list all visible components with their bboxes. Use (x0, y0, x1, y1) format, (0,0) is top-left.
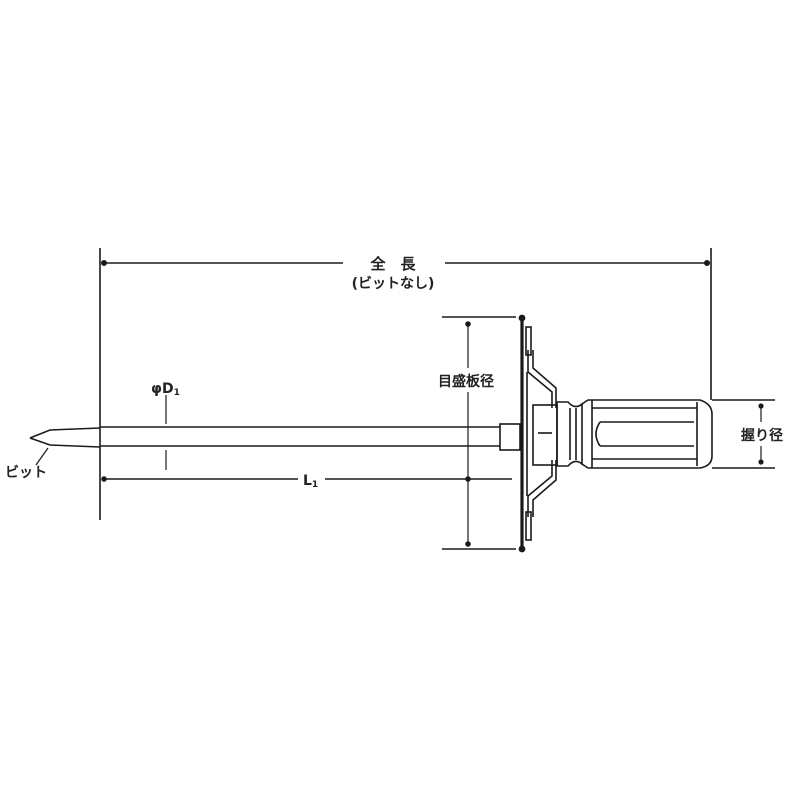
dim-dot (101, 259, 108, 266)
bit-leader-line (35, 447, 49, 466)
grip-diameter-label: 握り径 (741, 427, 783, 444)
bit-tip (29, 427, 101, 448)
overall-length-note: (ビットなし) (352, 276, 435, 292)
shaft-length-label: L1 (303, 473, 318, 490)
dim-dot (703, 259, 710, 266)
scale-plate-diameter-label: 目盛板径 (438, 373, 494, 390)
plate-dot (518, 314, 526, 322)
bracket-top (527, 350, 557, 408)
plate-dot (518, 545, 526, 553)
overall-length-label: 全 長 (369, 255, 416, 273)
shaft-collar (499, 423, 521, 451)
dim-dot (758, 403, 764, 409)
hub (532, 404, 558, 466)
dim-dot (465, 321, 471, 327)
dim-dot (465, 541, 471, 547)
dim-dot (101, 476, 107, 482)
bracket-bottom (527, 460, 557, 517)
dim-dot (758, 459, 764, 465)
grip-flute-center (595, 421, 694, 447)
bit-label: ビット (5, 465, 47, 481)
handle-grip (581, 399, 713, 469)
shaft-diameter-label: φD1 (151, 381, 180, 398)
